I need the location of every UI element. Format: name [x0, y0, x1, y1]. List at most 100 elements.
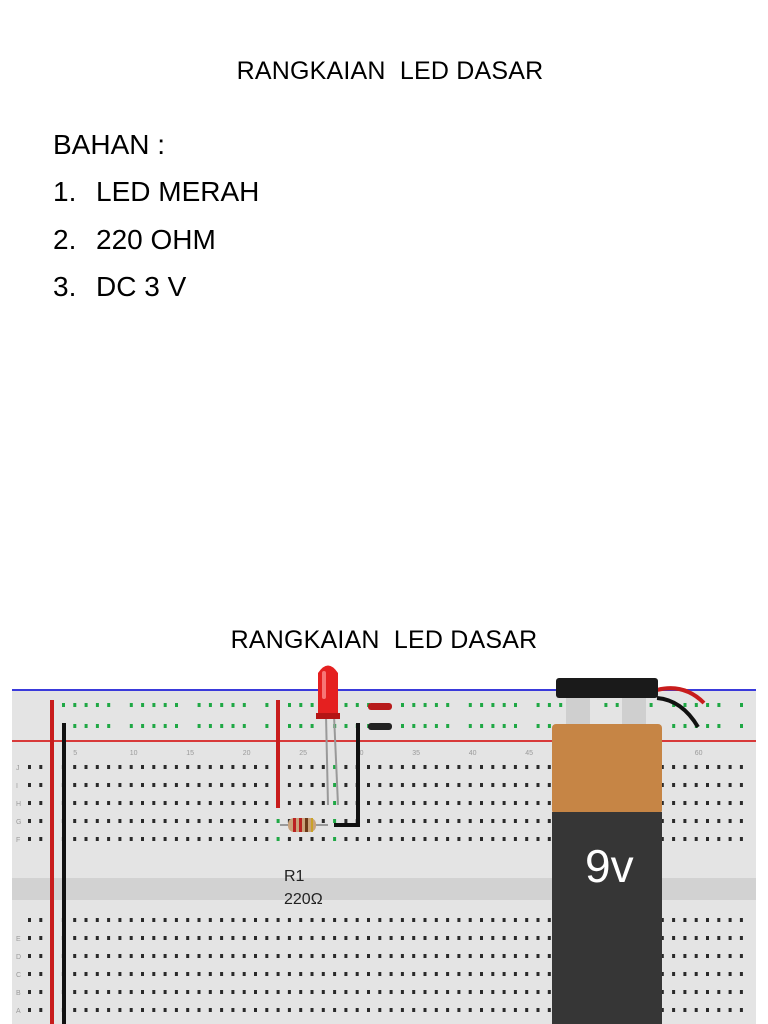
breadboard-hole — [683, 990, 687, 994]
breadboard-hole — [242, 1008, 246, 1012]
breadboard-hole — [446, 954, 450, 958]
breadboard-hole — [62, 703, 65, 707]
breadboard-hole — [706, 972, 709, 976]
breadboard-hole — [141, 1008, 144, 1012]
breadboard-hole — [288, 724, 291, 728]
breadboard-hole — [559, 703, 563, 707]
breadboard-hole — [28, 918, 31, 922]
breadboard-hole — [163, 801, 167, 805]
breadboard-hole — [208, 801, 212, 805]
breadboard-hole — [423, 936, 427, 940]
material-heading: BAHAN : — [53, 129, 166, 160]
breadboard-hole — [389, 972, 393, 976]
breadboard-hole — [378, 837, 382, 841]
breadboard-hole — [208, 990, 212, 994]
breadboard-hole — [208, 1008, 212, 1012]
breadboard-hole — [683, 954, 687, 958]
breadboard-hole — [400, 972, 404, 976]
breadboard-hole — [265, 783, 269, 787]
breadboard-hole — [683, 765, 687, 769]
breadboard-hole — [728, 990, 732, 994]
breadboard-hole — [434, 801, 438, 805]
breadboard-hole — [728, 1008, 732, 1012]
list-text: 220 OHM — [96, 223, 216, 255]
breadboard-hole — [141, 990, 144, 994]
breadboard-hole — [265, 918, 269, 922]
breadboard-hole — [412, 724, 416, 728]
breadboard-hole — [514, 703, 517, 707]
row-letter: I — [16, 783, 18, 790]
breadboard-hole — [367, 918, 370, 922]
breadboard-hole — [423, 783, 427, 787]
breadboard-hole — [491, 918, 495, 922]
breadboard-hole — [457, 990, 461, 994]
breadboard-hole — [321, 783, 325, 787]
breadboard-hole — [107, 837, 111, 841]
breadboard-hole — [129, 819, 133, 823]
breadboard-hole — [287, 918, 291, 922]
breadboard-hole — [480, 801, 483, 805]
breadboard-hole — [28, 990, 31, 994]
breadboard-hole — [95, 783, 99, 787]
breadboard-hole — [84, 724, 88, 728]
breadboard-hole — [468, 724, 472, 728]
breadboard-hole — [231, 918, 235, 922]
breadboard-hole — [344, 990, 348, 994]
breadboard-hole — [107, 765, 111, 769]
breadboard-hole — [457, 936, 461, 940]
breadboard-hole — [423, 990, 427, 994]
breadboard-hole — [480, 972, 483, 976]
breadboard-hole — [310, 724, 314, 728]
breadboard-hole — [446, 990, 450, 994]
column-number: 5 — [73, 750, 77, 757]
row-letter: H — [16, 801, 21, 808]
breadboard-hole — [84, 936, 88, 940]
breadboard-hole — [118, 819, 122, 823]
breadboard-hole — [446, 1008, 450, 1012]
breadboard-hole — [547, 819, 551, 823]
breadboard-hole — [355, 1008, 359, 1012]
breadboard-hole — [446, 703, 450, 707]
breadboard-hole — [491, 819, 495, 823]
breadboard-hole — [694, 990, 698, 994]
breadboard-hole — [310, 765, 314, 769]
breadboard-hole — [141, 724, 145, 728]
breadboard-hole — [457, 954, 461, 958]
breadboard-hole — [107, 1008, 111, 1012]
breadboard-hole — [717, 936, 721, 940]
breadboard-hole — [197, 1008, 201, 1012]
breadboard-hole — [152, 783, 156, 787]
breadboard-hole — [287, 990, 291, 994]
breadboard-hole — [672, 703, 676, 707]
breadboard-hole — [672, 801, 676, 805]
breadboard-hole — [208, 783, 212, 787]
breadboard-hole — [660, 783, 664, 787]
breadboard-hole — [355, 990, 359, 994]
breadboard-hole — [739, 918, 743, 922]
breadboard-hole — [28, 819, 31, 823]
breadboard-hole — [84, 703, 88, 707]
breadboard-hole — [333, 972, 337, 976]
breadboard-hole — [457, 801, 461, 805]
breadboard-hole — [107, 783, 111, 787]
breadboard-hole — [706, 954, 709, 958]
breadboard-hole — [525, 783, 529, 787]
breadboard-hole — [310, 990, 314, 994]
breadboard-hole — [265, 990, 269, 994]
breadboard-hole — [344, 1008, 348, 1012]
breadboard-hole — [73, 783, 77, 787]
breadboard-hole — [547, 936, 551, 940]
breadboard-hole — [706, 1008, 709, 1012]
breadboard-hole — [660, 954, 664, 958]
breadboard-hole — [84, 801, 88, 805]
breadboard-hole — [378, 819, 382, 823]
breadboard-hole — [310, 703, 314, 707]
breadboard-hole — [717, 783, 721, 787]
breadboard-hole — [84, 972, 88, 976]
breadboard-hole — [197, 936, 201, 940]
breadboard-hole — [118, 972, 122, 976]
red-rail-jumper — [368, 703, 392, 710]
battery-9v: 9v — [552, 678, 706, 1024]
breadboard-hole — [276, 918, 280, 922]
breadboard-hole — [186, 1008, 190, 1012]
